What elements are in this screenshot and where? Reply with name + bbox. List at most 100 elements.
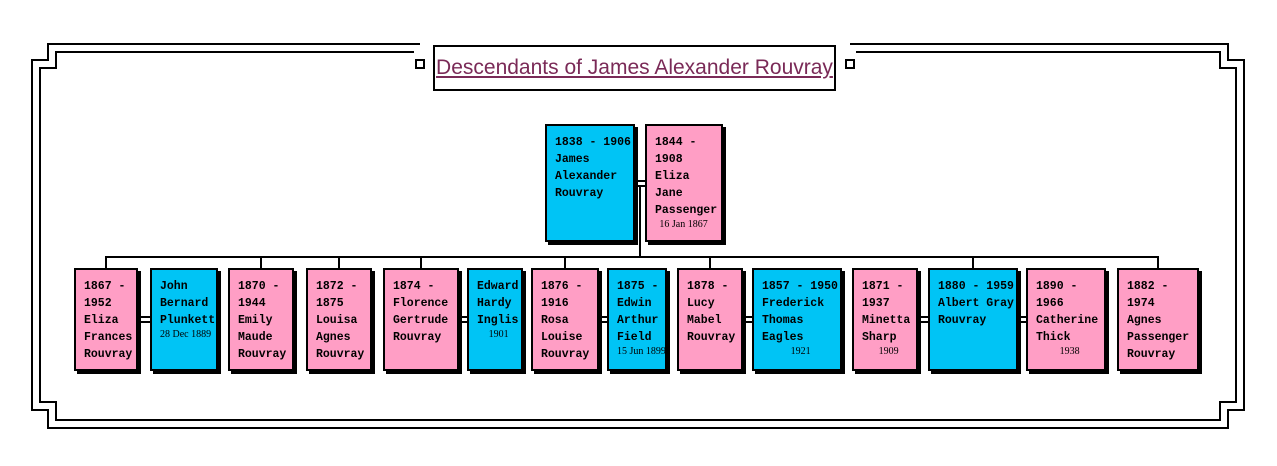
marriage-date: 1921 bbox=[790, 346, 811, 357]
child-drop-line bbox=[1157, 256, 1159, 268]
person-name-line: Alexander bbox=[555, 170, 618, 183]
marriage-connector bbox=[635, 185, 645, 187]
sibling-bar bbox=[105, 256, 1158, 258]
person-name-line: Maude bbox=[238, 331, 273, 344]
marriage-date: 1938 bbox=[1059, 346, 1080, 357]
person-name-line: Frances bbox=[84, 331, 133, 344]
person-name-line: 1844 - bbox=[655, 136, 697, 149]
marriage-date: 16 Jan 1867 bbox=[659, 219, 708, 230]
person-name-line: 1871 - bbox=[862, 280, 904, 293]
person-name-line: Thomas bbox=[762, 314, 804, 327]
person-name-line: Rouvray bbox=[84, 348, 133, 361]
person-name-line: Edward bbox=[477, 280, 519, 293]
person-name-line: 1937 bbox=[862, 297, 890, 310]
person-name-line: Rouvray bbox=[687, 331, 736, 344]
spouse-connector bbox=[599, 321, 607, 323]
person-name-line: 1916 bbox=[541, 297, 569, 310]
person-name-line: Jane bbox=[655, 187, 683, 200]
person-name-line: Passenger bbox=[655, 204, 718, 217]
spouse-connector bbox=[459, 321, 467, 323]
child-drop-line bbox=[338, 256, 340, 268]
diagram-title: Descendants of James Alexander Rouvray bbox=[436, 56, 833, 79]
person-name-line: Rouvray bbox=[555, 187, 604, 200]
person-name-line: 1880 - 1959 bbox=[938, 280, 1014, 293]
child-drop-line bbox=[260, 256, 262, 268]
person-name-line: Sharp bbox=[862, 331, 897, 344]
child-drop-line bbox=[564, 256, 566, 268]
person-name-line: 1952 bbox=[84, 297, 112, 310]
person-name-line: Field bbox=[617, 331, 652, 344]
person-name-line: Albert Gray bbox=[938, 297, 1014, 310]
spouse-connector bbox=[1018, 321, 1026, 323]
person-name-line: Agnes bbox=[316, 331, 351, 344]
person-name-line: Edwin bbox=[617, 297, 652, 310]
marriage-connector bbox=[635, 180, 645, 182]
person-name-line: Catherine bbox=[1036, 314, 1099, 327]
spouse-connector bbox=[599, 316, 607, 318]
person-name-line: Rouvray bbox=[393, 331, 442, 344]
person-name-line: 1867 - bbox=[84, 280, 126, 293]
person-name-line: Arthur bbox=[617, 314, 659, 327]
child-drop-line bbox=[709, 256, 711, 268]
marriage-date: 1909 bbox=[878, 346, 899, 357]
person-name-line: Bernard bbox=[160, 297, 209, 310]
marriage-date: 28 Dec 1889 bbox=[160, 329, 212, 340]
person-name-line: James bbox=[555, 153, 590, 166]
spouse-connector bbox=[1018, 316, 1026, 318]
spouse-connector bbox=[459, 316, 467, 318]
person-name-line: Agnes bbox=[1127, 314, 1162, 327]
person-name-line: 1876 - bbox=[541, 280, 583, 293]
person-name-line: John bbox=[160, 280, 188, 293]
person-name-line: Passenger bbox=[1127, 331, 1190, 344]
person-name-line: Louise bbox=[541, 331, 583, 344]
person-name-line: 1838 - 1906 bbox=[555, 136, 631, 149]
marriage-date: 1901 bbox=[488, 329, 509, 340]
person-name-line: Eliza bbox=[84, 314, 119, 327]
person-name-line: Frederick bbox=[762, 297, 825, 310]
person-name-line: 1944 bbox=[238, 297, 266, 310]
person-name-line: 1857 - 1950 bbox=[762, 280, 838, 293]
child-drop-line bbox=[972, 256, 974, 268]
person-name-line: Lucy bbox=[687, 297, 715, 310]
spouse-connector bbox=[743, 321, 752, 323]
diagram-title-box: Descendants of James Alexander Rouvray bbox=[433, 45, 836, 91]
child-drop-line bbox=[105, 256, 107, 268]
person-name-line: Rouvray bbox=[938, 314, 987, 327]
person-name-line: 1875 - bbox=[617, 280, 659, 293]
person-name-line: Plunkett bbox=[160, 314, 216, 327]
person-name-line: Gertrude bbox=[393, 314, 449, 327]
person-name-line: Eagles bbox=[762, 331, 804, 344]
descent-line bbox=[639, 187, 641, 257]
person-name-line: Emily bbox=[238, 314, 273, 327]
person-name-line: Rouvray bbox=[316, 348, 365, 361]
person-name-line: 1872 - bbox=[316, 280, 358, 293]
spouse-connector bbox=[138, 316, 150, 318]
spouse-connector bbox=[918, 321, 928, 323]
person-name-line: Eliza bbox=[655, 170, 690, 183]
person-name-line: 1875 bbox=[316, 297, 344, 310]
person-name-line: Rouvray bbox=[541, 348, 590, 361]
person-name-line: Louisa bbox=[316, 314, 358, 327]
person-name-line: Rosa bbox=[541, 314, 569, 327]
spouse-connector bbox=[918, 316, 928, 318]
marriage-date: 15 Jun 1899 bbox=[617, 346, 666, 357]
person-name-line: Thick bbox=[1036, 331, 1071, 344]
person-name-line: Rouvray bbox=[238, 348, 287, 361]
person-name-line: 1870 - bbox=[238, 280, 280, 293]
person-name-line: Mabel bbox=[687, 314, 722, 327]
person-name-line: 1882 - bbox=[1127, 280, 1169, 293]
person-name-line: 1966 bbox=[1036, 297, 1064, 310]
person-name-line: Rouvray bbox=[1127, 348, 1176, 361]
